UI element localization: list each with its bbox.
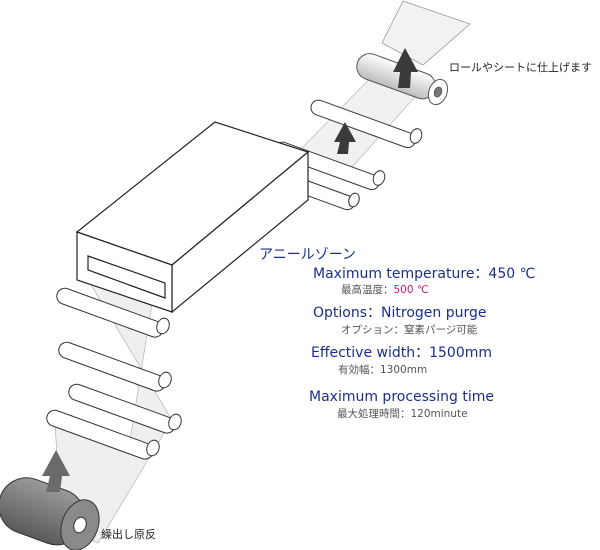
- oven-opening: [87, 255, 166, 299]
- spec-max-temp: Maximum temperature：450 ℃: [313, 266, 536, 282]
- output-roll: [356, 53, 449, 106]
- input-label: 繰出し原反: [101, 528, 156, 541]
- roller: [310, 99, 423, 149]
- up-arrow-icon: [42, 450, 70, 492]
- roller: [68, 383, 182, 434]
- roller: [56, 287, 170, 338]
- up-arrow-icon: [393, 48, 418, 88]
- annealing-oven: [75, 121, 310, 314]
- spec-max-temp-jp-value: 500 ℃: [393, 284, 429, 296]
- input-roll: [0, 477, 100, 550]
- spec-max-temp-jp-prefix: 最高温度：: [341, 284, 394, 296]
- spec-time: Maximum processing time: [309, 389, 494, 405]
- roller: [58, 341, 172, 392]
- output-label: ロールやシートに仕上げます: [449, 61, 592, 74]
- output-sheet: [381, 0, 471, 66]
- spec-width: Effective width：1500mm: [311, 345, 493, 361]
- up-arrow-icon: [334, 122, 356, 154]
- roller: [46, 409, 160, 460]
- spec-options: Options：Nitrogen purge: [313, 305, 487, 321]
- spec-max-temp-jp: 最高温度：500 ℃: [341, 285, 429, 296]
- spec-time-jp: 最大処理時間：120minute: [337, 408, 468, 420]
- spec-options-jp: オプション：窒素パージ可能: [341, 324, 478, 336]
- spec-width-jp: 有効幅：1300mm: [338, 364, 428, 376]
- spec-heading: アニールゾーン: [259, 247, 357, 263]
- lower-rollers: [46, 287, 182, 460]
